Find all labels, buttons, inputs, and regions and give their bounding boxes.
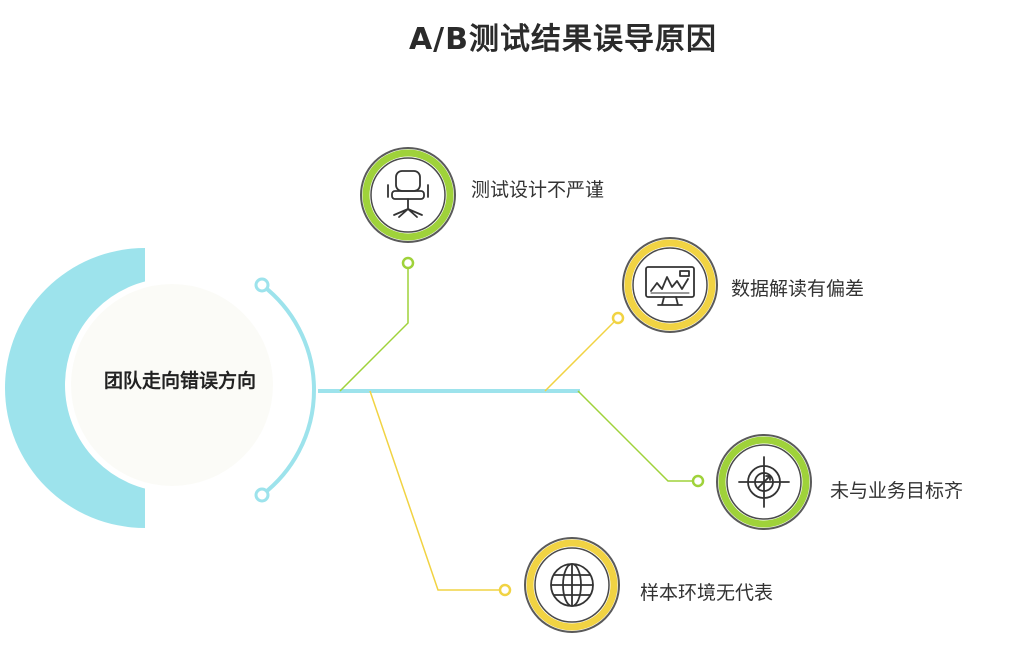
center-circle <box>65 278 279 492</box>
diagram-title: A/B测试结果误导原因 <box>408 22 718 57</box>
node-1 <box>360 147 456 243</box>
node-2-label: 数据解读有偏差 <box>731 278 865 300</box>
connector-line-2 <box>544 317 619 392</box>
node-4-label: 样本环境无代表 <box>640 582 774 604</box>
office-chair-icon <box>387 170 429 218</box>
node-1-inner <box>370 157 446 233</box>
node-4-ring-accent <box>526 539 618 631</box>
arc-dot-top <box>254 277 270 293</box>
connector-dot-1 <box>401 256 415 270</box>
connector-line-1 <box>339 263 409 392</box>
node-1-ring-accent <box>362 149 454 241</box>
node-2 <box>622 237 718 333</box>
connector-line-3 <box>577 390 698 482</box>
node-1-label: 测试设计不严谨 <box>471 179 605 201</box>
node-4 <box>524 537 620 633</box>
center-node <box>5 248 317 528</box>
center-arc <box>260 283 317 497</box>
globe-icon <box>550 563 594 607</box>
node-3 <box>716 434 812 530</box>
connector-dot-3 <box>691 474 705 488</box>
connector-dot-4 <box>498 583 512 597</box>
monitor-chart-icon <box>645 266 695 306</box>
node-3-ring-accent <box>718 436 810 528</box>
center-label: 团队走向错误方向 <box>103 370 256 392</box>
target-compass-icon <box>738 456 790 508</box>
node-3-label: 未与业务目标齐 <box>830 480 964 502</box>
connector-line-4 <box>369 390 505 591</box>
connector-dot-2 <box>611 311 625 325</box>
arc-dot-bottom <box>254 487 270 503</box>
node-2-ring-accent <box>624 239 716 331</box>
